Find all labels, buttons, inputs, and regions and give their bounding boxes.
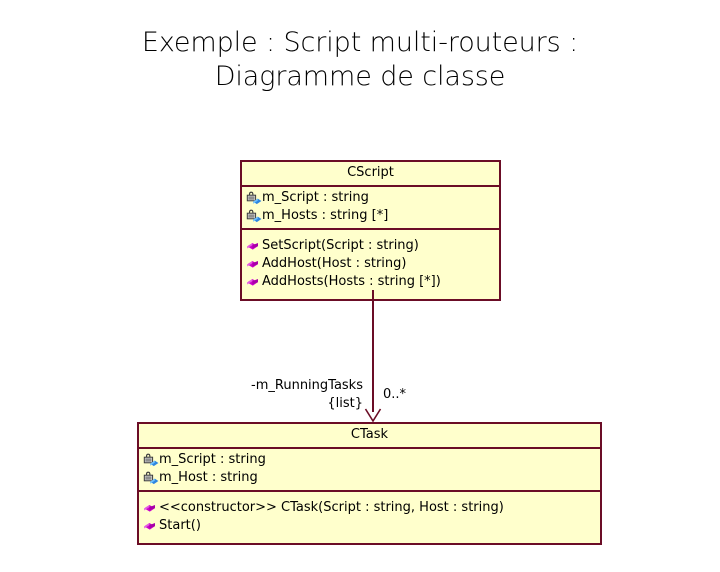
uml-attribute-row[interactable]: m_Script : string xyxy=(242,189,499,207)
private-attribute-icon xyxy=(245,208,262,225)
public-operation-icon xyxy=(142,500,159,517)
uml-attributes-compartment-cscript: m_Script : string m_Hosts : string [*] xyxy=(242,187,499,230)
uml-operation-label: AddHosts(Hosts : string [*]) xyxy=(262,274,441,289)
page-title-line-1: Exemple : Script multi-routeurs : xyxy=(141,27,579,58)
public-operation-icon xyxy=(245,238,262,255)
uml-attribute-row[interactable]: m_Host : string xyxy=(139,469,600,487)
uml-attribute-row[interactable]: m_Hosts : string [*] xyxy=(242,207,499,225)
uml-operation-label: Start() xyxy=(159,518,201,533)
uml-class-name-cscript: CScript xyxy=(242,162,499,187)
uml-operation-label: <<constructor>> CTask(Script : string, H… xyxy=(159,500,504,515)
uml-class-name-ctask: CTask xyxy=(139,424,600,449)
uml-attribute-row[interactable]: m_Script : string xyxy=(139,451,600,469)
uml-operation-row[interactable]: AddHost(Host : string) xyxy=(242,255,499,273)
public-operation-icon xyxy=(245,256,262,273)
uml-operation-label: AddHost(Host : string) xyxy=(262,256,407,271)
page-title: Exemple : Script multi-routeurs : Diagra… xyxy=(0,26,720,94)
uml-attribute-label: m_Script : string xyxy=(262,190,369,205)
uml-operation-row[interactable]: SetScript(Script : string) xyxy=(242,237,499,255)
uml-class-ctask[interactable]: CTask m_Script : string xyxy=(137,422,602,545)
uml-attribute-label: m_Script : string xyxy=(159,452,266,467)
uml-attribute-label: m_Hosts : string [*] xyxy=(262,208,389,223)
private-attribute-icon xyxy=(245,190,262,207)
uml-attributes-compartment-ctask: m_Script : string m_Host : string xyxy=(139,449,600,492)
uml-operation-row[interactable]: AddHosts(Hosts : string [*]) xyxy=(242,273,499,291)
uml-operation-row[interactable]: Start() xyxy=(139,517,600,535)
uml-operation-label: SetScript(Script : string) xyxy=(262,238,419,253)
uml-attribute-label: m_Host : string xyxy=(159,470,258,485)
public-operation-icon xyxy=(245,274,262,291)
private-attribute-icon xyxy=(142,452,159,469)
private-attribute-icon xyxy=(142,470,159,487)
uml-operations-compartment-ctask: <<constructor>> CTask(Script : string, H… xyxy=(139,492,600,543)
association-role-name: -m_RunningTasks xyxy=(251,378,363,393)
public-operation-icon xyxy=(142,518,159,535)
page-title-line-2: Diagramme de classe xyxy=(214,61,506,92)
association-role-qualifier: {list} xyxy=(327,396,363,411)
uml-class-cscript[interactable]: CScript m_Script : string xyxy=(240,160,501,301)
association-multiplicity: 0..* xyxy=(383,387,407,402)
uml-operation-row[interactable]: <<constructor>> CTask(Script : string, H… xyxy=(139,499,600,517)
uml-operations-compartment-cscript: SetScript(Script : string) AddHost(Host … xyxy=(242,230,499,299)
open-arrowhead-icon xyxy=(362,404,386,429)
association-line[interactable] xyxy=(372,290,374,412)
